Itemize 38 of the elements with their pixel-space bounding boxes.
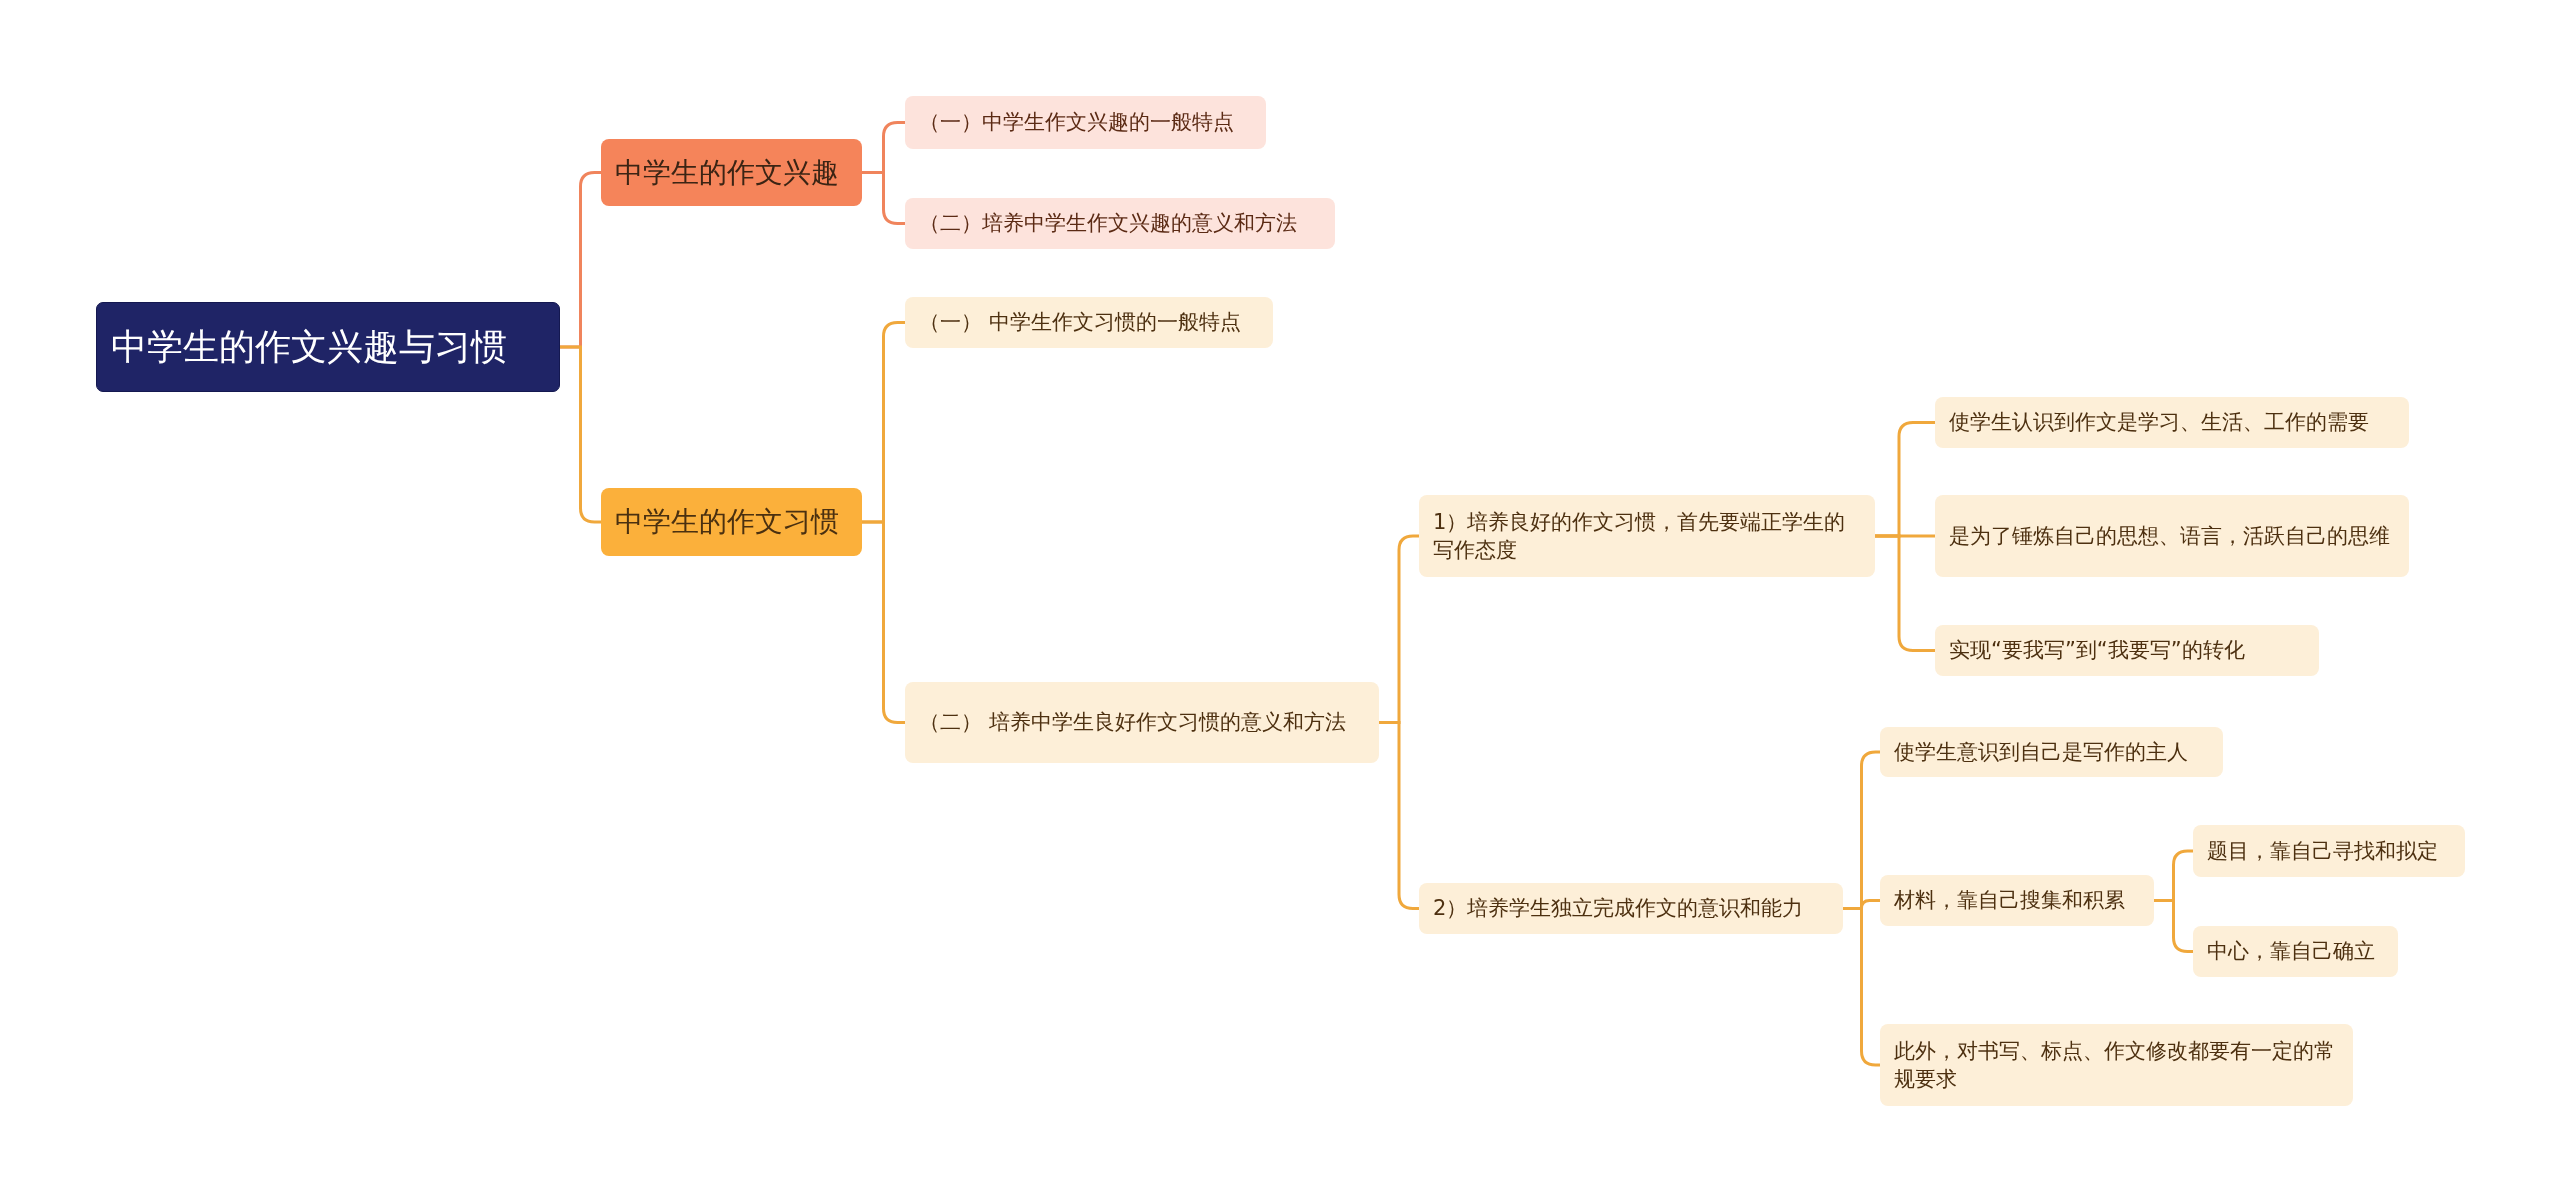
subtopic-box <box>905 198 1335 249</box>
subtopic-box <box>1935 625 2319 676</box>
topic-text: 实现“要我写”到“我要写”的转化 <box>1949 637 2245 665</box>
main-topic-box <box>601 488 862 556</box>
subtopic-box <box>905 297 1273 348</box>
subtopic-box <box>1419 883 1843 934</box>
topic-text: 1）培养良好的作文习惯，首先要端正学生的写作态度 <box>1433 508 1847 564</box>
subtopic-box <box>1880 1024 2353 1106</box>
subtopic-box <box>2193 926 2398 977</box>
subtopic-box <box>1935 397 2409 448</box>
topic-text: 使学生认识到作文是学习、生活、工作的需要 <box>1949 409 2369 437</box>
connector-line <box>560 345 601 524</box>
topic-text: （一） 中学生作文习惯的一般特点 <box>919 309 1241 337</box>
subtopic-box <box>1880 875 2154 926</box>
topic-text: （二）培养中学生作文兴趣的意义和方法 <box>919 210 1297 238</box>
subtopic-box <box>905 682 1379 763</box>
connector-line <box>862 520 905 724</box>
topic-text: 材料，靠自己搜集和积累 <box>1894 887 2125 915</box>
topic-text: 此外，对书写、标点、作文修改都要有一定的常规要求 <box>1894 1037 2336 1093</box>
root-topic-box <box>96 302 560 392</box>
main-topic-box <box>601 139 862 206</box>
topic-text: （一）中学生作文兴趣的一般特点 <box>919 109 1234 137</box>
topic-text: 中学生的作文兴趣 <box>615 154 839 191</box>
topic-text: 中心，靠自己确立 <box>2207 938 2375 966</box>
connector-line <box>1875 534 1935 652</box>
subtopic-box <box>1935 495 2409 577</box>
topic-text: 中学生的作文习惯 <box>615 504 839 541</box>
topic-text: 使学生意识到自己是写作的主人 <box>1894 738 2188 766</box>
topic-text: 题目，靠自己寻找和拟定 <box>2207 837 2438 865</box>
connector-line <box>862 171 905 225</box>
topic-text: （二） 培养中学生良好作文习惯的意义和方法 <box>919 709 1346 737</box>
subtopic-box <box>1419 495 1875 577</box>
subtopic-box <box>1880 727 2223 777</box>
subtopic-box <box>905 96 1266 149</box>
subtopic-box <box>2193 825 2465 877</box>
topic-text: 2）培养学生独立完成作文的意识和能力 <box>1433 895 1804 923</box>
topic-text: 是为了锤炼自己的思想、语言，活跃自己的思维 <box>1949 522 2390 550</box>
topic-text: 中学生的作文兴趣与习惯 <box>111 324 507 369</box>
